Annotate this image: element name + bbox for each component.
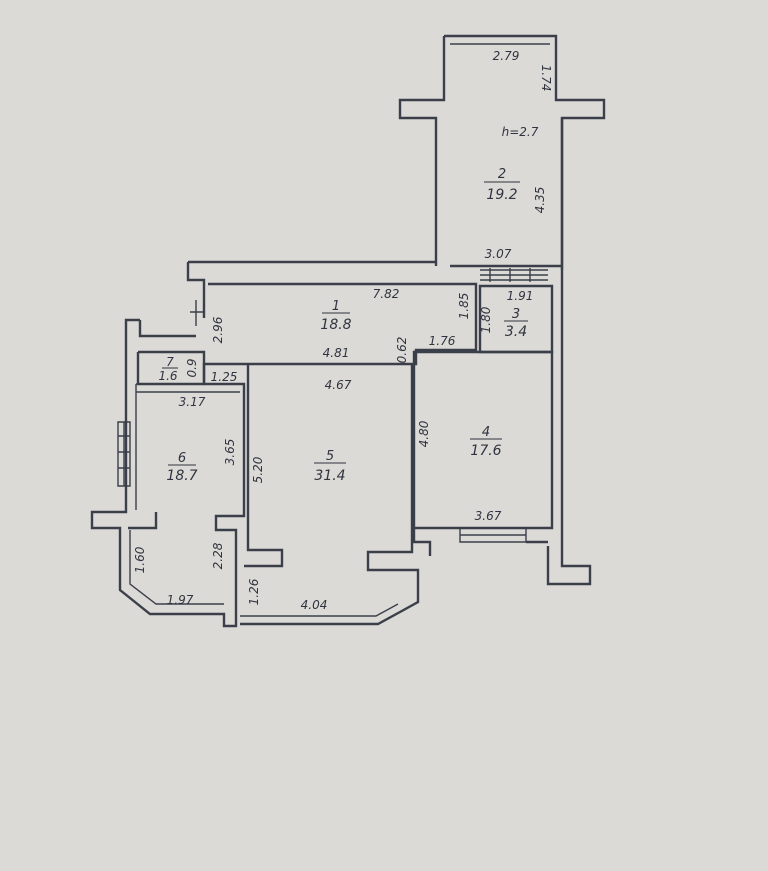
room-label-5: 5 31.4	[314, 449, 346, 484]
room-label-6: 6 18.7	[166, 451, 197, 484]
wall-room-1-door	[190, 300, 204, 326]
dim-1-60: 1.60	[133, 546, 147, 573]
dim-0-9: 0.9	[185, 358, 199, 377]
dim-2-96: 2.96	[211, 316, 225, 343]
room-label-2: 2 19.2	[484, 167, 520, 203]
dim-1-97: 1.97	[167, 593, 194, 607]
wall-corridor-top	[186, 260, 562, 318]
dim-3-67: 3.67	[475, 509, 502, 523]
dim-1-85: 1.85	[457, 293, 471, 320]
wall-room-1	[202, 282, 478, 384]
svg-text:2: 2	[498, 167, 506, 182]
svg-text:17.6: 17.6	[470, 443, 501, 459]
svg-text:18.8: 18.8	[320, 317, 351, 333]
wall-room-4	[412, 350, 554, 530]
svg-text:31.4: 31.4	[314, 468, 345, 484]
room-label-3: 3 3.4	[504, 307, 528, 340]
dim-4-04: 4.04	[301, 598, 328, 612]
svg-text:18.7: 18.7	[166, 468, 197, 484]
dim-1-91: 1.91	[507, 289, 534, 303]
svg-text:1: 1	[332, 299, 340, 314]
wall-room-4-bottom	[412, 528, 548, 556]
wall-room-6	[90, 318, 246, 628]
svg-text:5: 5	[326, 449, 334, 464]
svg-text:3.4: 3.4	[505, 324, 527, 340]
dim-4-67: 4.67	[325, 378, 352, 392]
wall-room-5-inner	[240, 603, 399, 617]
dim-3-17: 3.17	[179, 395, 206, 409]
svg-text:3: 3	[512, 307, 520, 322]
svg-text:7: 7	[166, 355, 174, 369]
svg-text:1.6: 1.6	[158, 369, 177, 383]
svg-text:4: 4	[482, 425, 490, 440]
window-room-3	[480, 268, 548, 282]
dim-4-80: 4.80	[417, 420, 431, 447]
dim-1-74: 1.74	[539, 65, 553, 92]
dim-4-81: 4.81	[323, 346, 350, 360]
ceiling-height-label: h=2.7	[502, 125, 539, 139]
dim-4-35: 4.35	[533, 187, 547, 214]
wall-upper-left-stub	[138, 320, 196, 338]
window-room-6	[117, 421, 131, 487]
dim-0-62: 0.62	[395, 337, 409, 364]
dim-2-28: 2.28	[211, 542, 225, 569]
dim-2-79: 2.79	[493, 49, 520, 63]
wall-room-7	[136, 352, 204, 386]
svg-text:6: 6	[178, 451, 186, 466]
dim-1-25: 1.25	[211, 370, 238, 384]
dim-5-20: 5.20	[251, 456, 265, 483]
dim-1-80: 1.80	[479, 306, 493, 333]
dim-7-82: 7.82	[373, 287, 400, 301]
wall-room-5	[240, 364, 420, 626]
wall-right-outer	[546, 118, 592, 586]
svg-text:19.2: 19.2	[486, 187, 517, 203]
dim-3-65: 3.65	[223, 439, 237, 466]
room-label-1: 1 18.8	[320, 299, 351, 333]
room-label-7: 7 1.6	[158, 355, 178, 383]
dim-3-07: 3.07	[485, 247, 512, 261]
room-label-4: 4 17.6	[470, 425, 502, 459]
dim-1-76: 1.76	[429, 334, 456, 348]
dim-1-26: 1.26	[247, 578, 261, 605]
